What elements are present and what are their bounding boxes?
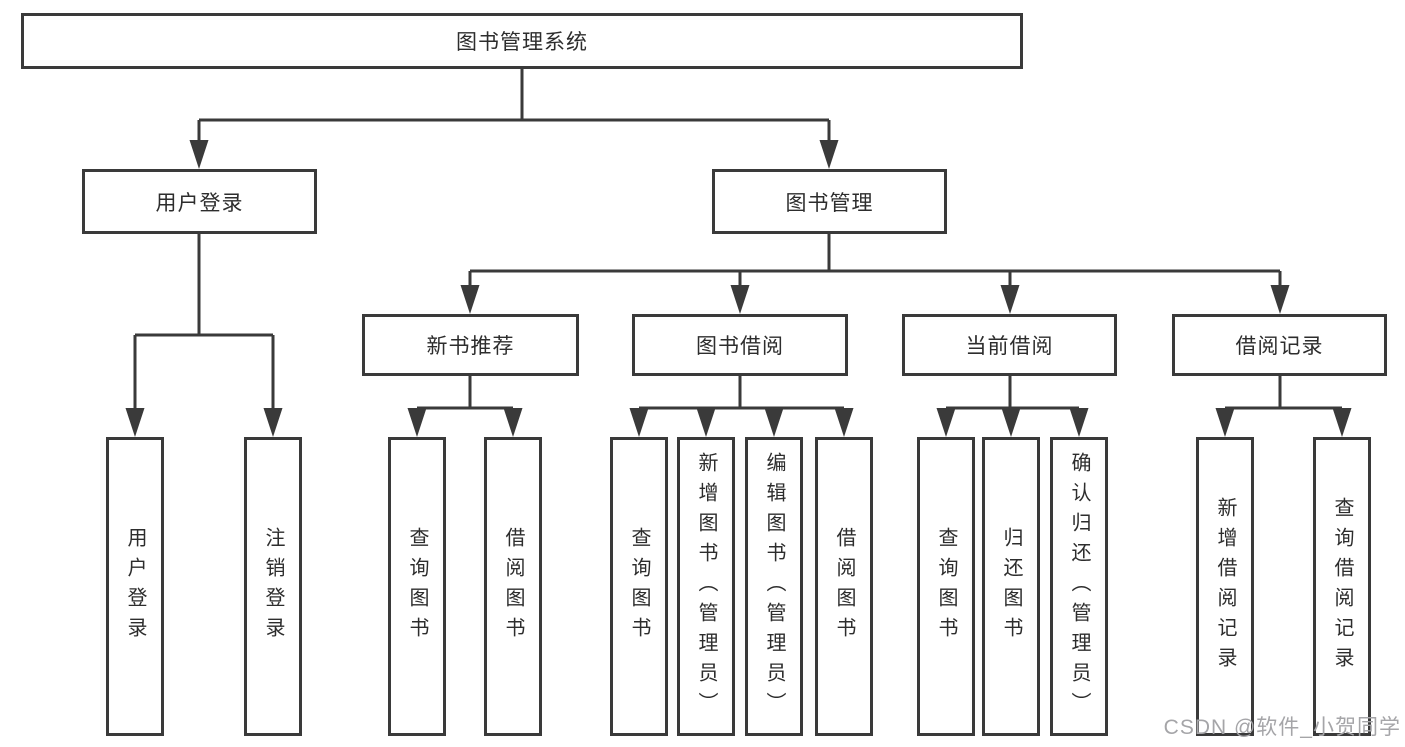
node-book-management: 图书管理 — [712, 169, 947, 234]
node-borrowing-records: 借阅记录 — [1172, 314, 1387, 376]
leaf-user-login: 用户登录 — [106, 437, 164, 736]
node-book-borrowing: 图书借阅 — [632, 314, 848, 376]
node-current-borrowing: 当前借阅 — [902, 314, 1117, 376]
node-user-login: 用户登录 — [82, 169, 317, 234]
leaf-borrow-books-recommend: 借阅图书 — [484, 437, 542, 736]
leaf-query-borrow-record: 查询借阅记录 — [1313, 437, 1371, 736]
leaf-logout-login: 注销登录 — [244, 437, 302, 736]
leaf-borrow-books: 借阅图书 — [815, 437, 873, 736]
leaf-query-books-borrowing: 查询图书 — [610, 437, 668, 736]
leaf-return-books: 归还图书 — [982, 437, 1040, 736]
leaf-query-books-recommend: 查询图书 — [388, 437, 446, 736]
leaf-confirm-return-admin: 确认归还（管理员） — [1050, 437, 1108, 736]
leaf-edit-books-admin: 编辑图书（管理员） — [745, 437, 803, 736]
leaf-add-books-admin: 新增图书（管理员） — [677, 437, 735, 736]
leaf-query-books-current: 查询图书 — [917, 437, 975, 736]
leaf-add-borrow-record: 新增借阅记录 — [1196, 437, 1254, 736]
node-new-book-recommendation: 新书推荐 — [362, 314, 579, 376]
node-library-management-system: 图书管理系统 — [21, 13, 1023, 69]
watermark: CSDN @软件_小贺同学 — [1163, 716, 1401, 739]
